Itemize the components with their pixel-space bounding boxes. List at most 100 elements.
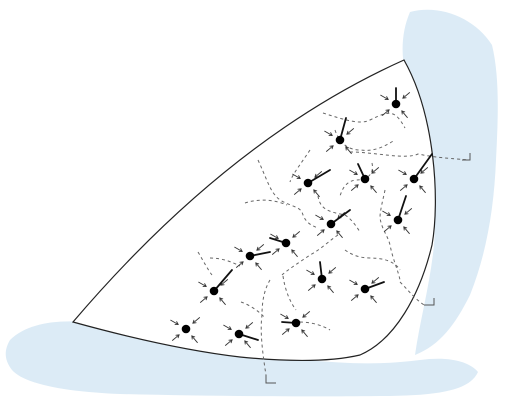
inflow-arrow	[292, 231, 301, 238]
inflow-arrow	[420, 167, 429, 174]
node-15	[223, 322, 259, 349]
inflow-arrow	[192, 317, 201, 324]
node-dot	[335, 135, 345, 145]
node-14	[170, 317, 201, 344]
inflow-arrow	[401, 110, 408, 119]
inflow-arrow	[245, 322, 254, 329]
outflow-arrow-lower-right	[424, 298, 435, 306]
inflow-arrow	[301, 329, 308, 338]
node-3	[292, 169, 331, 198]
outflow-arrow-bottom	[265, 375, 276, 384]
inflow-arrow	[336, 230, 343, 239]
inflow-arrow	[256, 244, 265, 251]
node-12	[198, 269, 233, 306]
node-6	[315, 209, 351, 239]
region-boundary	[71, 59, 436, 362]
inflow-arrow	[170, 319, 179, 326]
node-10	[306, 261, 337, 294]
inflow-arrow	[370, 295, 377, 304]
node-dot	[391, 99, 401, 109]
inflow-arrow	[315, 214, 324, 221]
lower-left-blob	[5, 321, 479, 397]
inflow-arrow	[281, 328, 290, 335]
inflow-arrow	[306, 269, 315, 276]
inflow-arrow	[382, 210, 391, 217]
outflow-arrows	[265, 153, 471, 384]
node-dot	[181, 324, 191, 334]
inflow-arrow	[270, 233, 279, 240]
inflow-arrow	[234, 246, 243, 253]
inflow-arrow	[383, 225, 392, 232]
inflow-arrow	[371, 277, 380, 284]
upper-right-blob	[402, 9, 498, 355]
inflow-arrow	[349, 169, 358, 176]
outflow-spoke	[413, 153, 433, 180]
node-dot	[303, 178, 313, 188]
background-blobs	[5, 9, 498, 397]
node-dot	[360, 174, 370, 184]
node-dot	[409, 174, 419, 184]
node-5	[398, 153, 433, 194]
partition-dashed-lines	[197, 112, 471, 376]
inflow-arrow	[350, 184, 359, 191]
node-dot	[245, 251, 255, 261]
inflow-arrow	[271, 248, 280, 255]
inflow-arrow	[292, 173, 301, 180]
inflow-arrow	[171, 334, 180, 341]
inflow-arrow	[255, 262, 262, 271]
inflow-arrow	[313, 189, 320, 198]
node-dot	[317, 274, 327, 284]
node-dot	[291, 318, 301, 328]
inflow-arrow	[280, 313, 289, 320]
inflow-arrow	[419, 185, 426, 194]
inflow-arrow	[371, 167, 380, 174]
inflow-arrow	[325, 145, 334, 152]
inflow-arrow	[235, 261, 244, 268]
outflow-arrow-right	[462, 153, 471, 161]
outflow-spoke	[213, 269, 233, 292]
inflow-arrow	[219, 297, 226, 306]
nodes	[170, 87, 433, 349]
inflow-arrow	[327, 285, 334, 294]
inflow-arrow	[307, 284, 316, 291]
inflow-arrow	[293, 188, 302, 195]
node-8	[269, 231, 301, 258]
node-1	[380, 87, 411, 119]
inflow-arrow	[370, 185, 377, 194]
inflow-arrow	[291, 249, 298, 258]
inflow-arrow	[403, 226, 410, 235]
node-2	[324, 117, 355, 155]
inflow-arrow	[398, 169, 407, 176]
inflow-arrow	[223, 324, 232, 331]
inflow-arrow	[302, 311, 311, 318]
inflow-arrow	[399, 184, 408, 191]
inflow-arrow	[381, 109, 390, 116]
node-dot	[360, 284, 370, 294]
inflow-arrow	[324, 130, 333, 137]
node-11	[349, 277, 385, 304]
inflow-arrow	[198, 281, 207, 288]
inflow-arrow	[349, 279, 358, 286]
inflow-arrow	[191, 335, 198, 344]
node-7	[382, 195, 413, 235]
node-dot	[234, 329, 244, 339]
inflow-arrow	[224, 339, 233, 346]
inflow-arrow	[402, 92, 411, 99]
node-dot	[281, 238, 291, 248]
inflow-arrow	[380, 94, 389, 101]
inflow-arrow	[346, 128, 355, 135]
inflow-arrow	[244, 340, 251, 349]
inflow-arrow	[345, 146, 352, 155]
inflow-arrow	[316, 229, 325, 236]
inflow-arrow	[404, 208, 413, 215]
inflow-arrow	[350, 294, 359, 301]
node-9	[234, 244, 271, 271]
node-dot	[393, 215, 403, 225]
node-13	[280, 311, 311, 338]
node-dot	[326, 219, 336, 229]
inflow-arrow	[328, 267, 337, 274]
node-dot	[209, 286, 219, 296]
node-4	[349, 163, 380, 194]
inflow-arrow	[199, 296, 208, 303]
